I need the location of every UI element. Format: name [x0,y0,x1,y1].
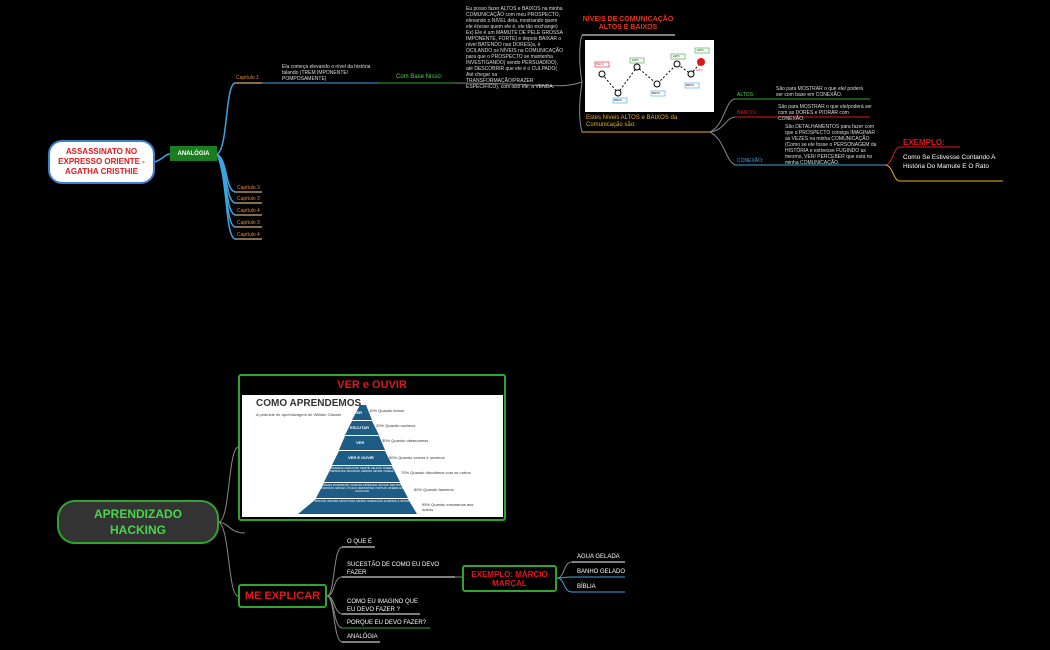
pyr-level-1: LER [354,410,362,415]
me-explicar-node[interactable]: ME EXPLICAR [238,584,327,608]
root-label: ASSASSINATO NO EXPRESSO ORIENTE - AGATHA… [58,147,145,176]
capitulo-e[interactable]: Capítulo 4 [237,232,260,238]
chart-label-6: ALTO [697,49,704,52]
ver-ouvir-title: VER e OUVIR [337,379,407,391]
root-node-assassinato[interactable]: ASSASSINATO NO EXPRESSO ORIENTE - AGATHA… [48,140,155,184]
conexao-label[interactable]: CONEXÃO: [737,158,764,164]
pyr-level-6: ESCREVER, INTERPRETAR, TRADUZIR, EXPRESS… [319,485,405,493]
com-base-label[interactable]: Com Base Nisso: [396,74,443,80]
altos-text: São para MOSTRAR o que ele/ poderá ser c… [776,86,863,98]
pyramid-subtitle: A pirâmide de aprendizagem de William Gl… [256,412,342,417]
chart-label-7: ALTO [696,69,703,72]
chart-label-0: BAIXO [596,63,604,66]
pyramid-panel: COMO APRENDEMOS A pirâmide de aprendizag… [242,395,503,517]
item-o-que-e[interactable]: O QUE É [347,539,373,545]
baixos-label[interactable]: BAIXOS: [737,110,758,116]
item-analogia[interactable]: ANALÓGIA [347,634,378,640]
pyr-pct-1: 10% Quando lemos [369,408,405,413]
levels-chart-panel: BAIXO BAIXO ALTO BAIXO ALTO BAIXO ALTO A… [585,40,714,112]
root-node-aprendizado[interactable]: APRENDIZADO HACKING [57,500,219,544]
baixos-text: São para MOSTRAR o que ele/poderá ser co… [778,104,872,122]
capitulo-c[interactable]: Capítulo 4 [237,208,260,214]
item-sucestao[interactable]: SUCESTÃO DE COMO EU DEVO FAZER [347,562,440,576]
capitulo-1-label[interactable]: Capítulo 1 [236,75,259,81]
pyr-pct-2: 20% Quando ouvimos [376,423,416,428]
pyr-pct-4: 50% Quando vemos e ouvimos [389,455,445,460]
conexao-text: São DETALHAMENTOS para fazer com que o P… [785,124,877,166]
analogia-label: ANALÓGIA [177,150,210,157]
exemplo-banho-gelado[interactable]: BANHO GELADO [577,569,626,575]
chart-label-3: BAIXO [652,92,660,95]
altos-label[interactable]: ALTOS: [737,92,755,98]
chart-label-2: ALTO [632,59,639,62]
pyr-level-3: VER [356,440,365,445]
exemplo-marcio-node[interactable]: EXEMPLO: MÁRCIO MARÇAL [462,565,557,592]
niveis-title[interactable]: NÍVEIS DE COMUNICAÇÃO ALTOS E BAIXOS [582,16,674,31]
com-base-text: Eu posso fazer ALTOS e BAIXOS na minha C… [466,6,563,90]
pyramid-title: COMO APRENDEMOS [256,398,362,409]
capitulo-1-text: Ela começa elevando o nível da história … [282,64,371,82]
pyr-level-4: VER E OUVIR [348,455,374,460]
chart-label-4: ALTO [673,55,680,58]
chart-label-5: BAIXO [686,84,694,87]
capitulo-a[interactable]: Capítulo 3 [237,185,260,191]
pyr-level-2: ESCUTAR [350,425,370,430]
pyr-pct-7: 95% Quando ensinamos aos outros [422,502,474,512]
exemplo-biblia[interactable]: BÍBLIA [577,584,596,590]
chart-label-1: BAIXO [614,99,622,102]
exemplo-agua-gelada[interactable]: AGUA GELADA [577,554,620,560]
pyr-pct-6: 80% Quando fazemos [414,487,454,492]
pyramid-svg [298,405,417,514]
ver-ouvir-card[interactable]: VER e OUVIR [238,374,506,521]
root2-label: APRENDIZADO HACKING [93,507,182,537]
pyr-pct-3: 30% Quando observamos [382,438,429,443]
exemplo-title[interactable]: EXEMPLO: [903,138,945,147]
capitulo-b[interactable]: Capítulo 3 [237,196,260,202]
item-porque[interactable]: PORQUE EU DEVO FAZER? [347,620,427,626]
item-como-imagino[interactable]: COMO EU IMAGINO QUE EU DEVO FAZER ? [347,599,419,613]
niveis-subtitle[interactable]: Estes Níveis ALTOS e BAIXOS da Comunicaç… [586,115,678,128]
pyr-level-7: EXPLICAR, RESUMIR, ESTRUTURAR, DEFINIR, … [314,501,410,503]
levels-chart [594,47,710,104]
analogia-node[interactable]: ANALÓGIA [170,146,217,161]
exemplo-marcio-label: EXEMPLO: MÁRCIO MARÇAL [471,569,548,588]
exemplo-text: Como Se Estivesse Contando A História Do… [903,154,996,170]
pyr-pct-5: 70% Quando discutimos com os outros [401,470,471,475]
capitulo-d[interactable]: Capítulo 3 [237,220,260,226]
me-explicar-label: ME EXPLICAR [244,590,321,602]
pyr-level-5: CONVERSAR, PERGUNTAR, REPETIR, RELATAR, … [328,468,396,473]
